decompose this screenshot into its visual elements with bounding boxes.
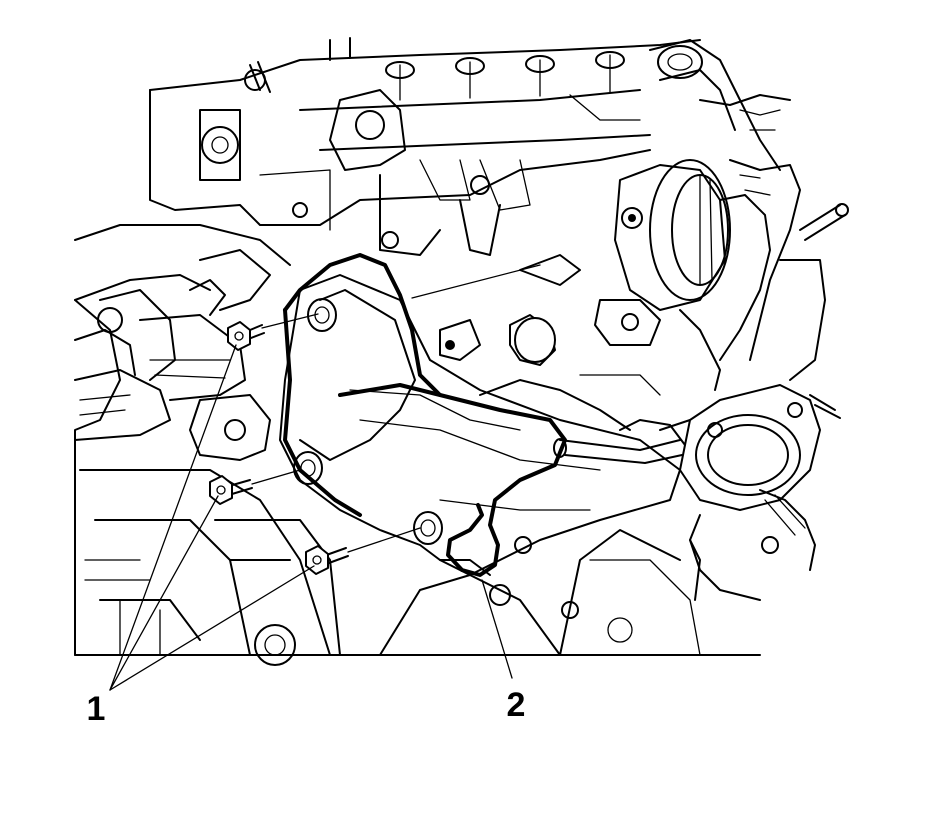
- bolt-middle: [209, 475, 253, 505]
- heat-shield-bracket: [279, 274, 681, 576]
- bolt-upper: [227, 321, 265, 351]
- bolt-alignment-lines: [251, 264, 541, 553]
- callout-label-1: 1: [87, 690, 106, 728]
- heat-shield-outline-2: [283, 253, 567, 577]
- callout-1-leaders: [109, 344, 315, 691]
- exhaust-flange: [659, 384, 841, 601]
- turbocharger: [614, 39, 849, 391]
- cylinder-head: [149, 37, 701, 256]
- intake-hose: [74, 224, 291, 461]
- engine-block: [74, 299, 761, 666]
- callout-label-2: 2: [507, 686, 526, 724]
- fuel-rail-pipe: [553, 419, 686, 464]
- callout-2-leader: [481, 579, 513, 679]
- bolt-lower: [305, 545, 349, 575]
- sensor-connector: [439, 254, 661, 396]
